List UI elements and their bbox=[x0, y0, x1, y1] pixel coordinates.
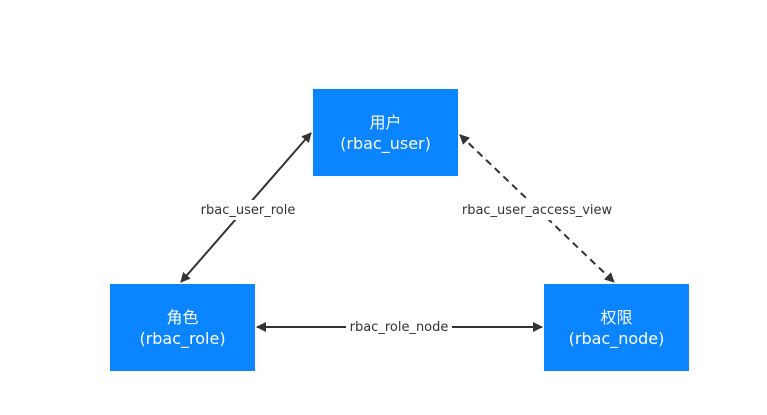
edge-label-role-node: rbac_role_node bbox=[350, 320, 449, 335]
node-role: 角色 (rbac_role) bbox=[110, 284, 255, 371]
edge-label-bg-user-access bbox=[466, 200, 608, 220]
node-role-subtitle: (rbac_role) bbox=[139, 328, 226, 348]
node-user-title: 用户 bbox=[369, 112, 402, 132]
node-role-title: 角色 bbox=[166, 307, 199, 327]
edge-label-user-access-view: rbac_user_access_view bbox=[462, 203, 613, 218]
node-permission-title: 权限 bbox=[600, 307, 633, 327]
node-permission: 权限 (rbac_node) bbox=[544, 284, 689, 371]
node-user: 用户 (rbac_user) bbox=[313, 89, 458, 176]
edge-label-bg-role-node bbox=[346, 317, 452, 337]
node-permission-subtitle: (rbac_node) bbox=[568, 328, 665, 348]
edge-label-bg-user-role bbox=[198, 200, 298, 220]
node-user-subtitle: (rbac_user) bbox=[340, 133, 431, 153]
edge-label-user-role: rbac_user_role bbox=[201, 203, 296, 218]
